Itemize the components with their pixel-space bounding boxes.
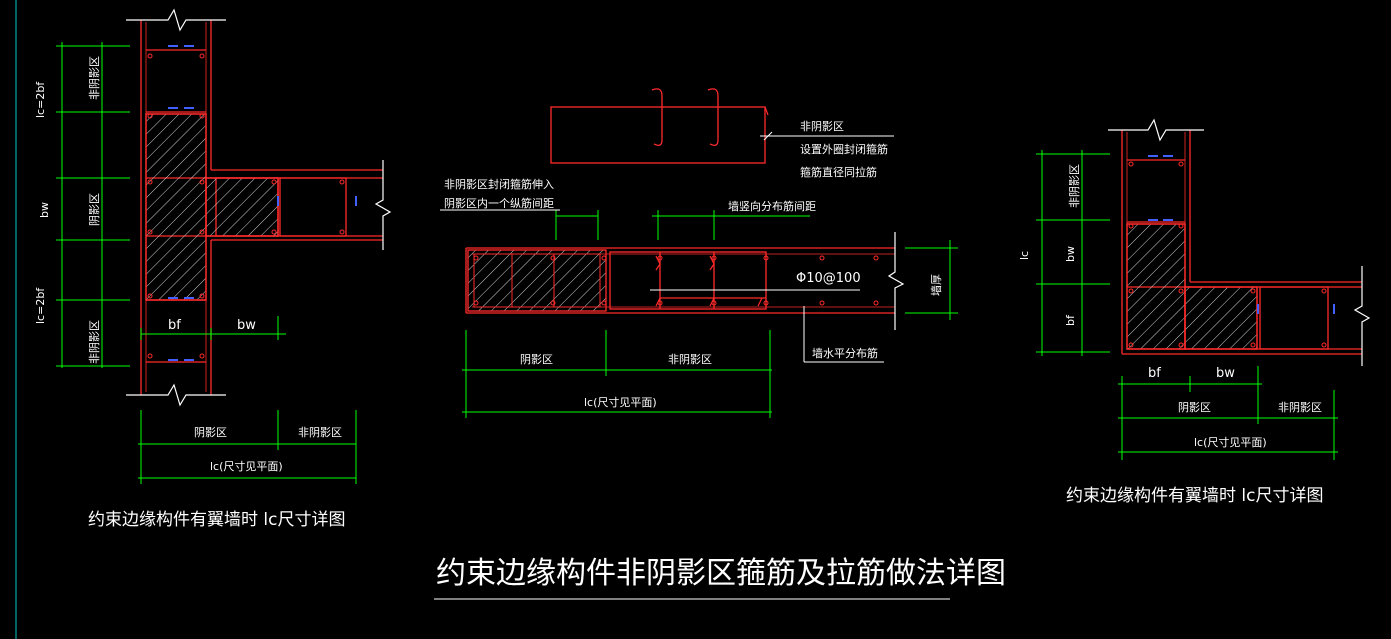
- horizontal-bar-leader: [803, 306, 884, 363]
- right-horizontal-dimensions: [1118, 366, 1338, 460]
- horizontal-bar-note: 墙水平分布筋: [812, 346, 878, 360]
- stirrup-note-line2: 设置外圈封闭箍筋: [800, 142, 888, 156]
- left-label-non-shaded-top: 非阴影区: [88, 56, 101, 100]
- left-label-non-shaded-horizontal: 非阴影区: [298, 426, 342, 439]
- right-dim-lc: lc: [1018, 251, 1031, 260]
- left-label-shaded: 阴影区: [88, 193, 101, 226]
- middle-shaded-stirrups: [473, 253, 601, 308]
- vertical-spacing-note: 墙竖向分布筋间距: [728, 199, 816, 213]
- left-dim-lc-2bf-bottom: lc=2bf: [34, 287, 47, 324]
- left-rebar-dots: [147, 53, 345, 359]
- stirrup-note-line1: 非阴影区: [800, 120, 844, 133]
- main-title: 约束边缘构件非阴影区箍筋及拉筋做法详图: [436, 556, 1006, 591]
- left-vertical-dimensions: [56, 42, 130, 368]
- middle-tie-hooks: [655, 255, 763, 307]
- left-shaded-zone-flange: [205, 177, 279, 237]
- right-caption: 约束边缘构件有翼墙时 lc尺寸详图: [1066, 486, 1323, 506]
- left-horizontal-dimensions: [138, 316, 357, 484]
- middle-label-shaded: 阴影区: [520, 353, 553, 366]
- left-dim-bw: bw: [38, 202, 51, 218]
- right-detail: lc 非阴影区 bw bf bf bw 阴影区 非阴影区 lc(尺寸见平面) 约…: [1018, 118, 1371, 506]
- right-wall-centerlines: [1148, 155, 1335, 314]
- left-shaded-zone-vertical: [145, 113, 207, 301]
- right-dim-bw-horizontal: bw: [1216, 366, 1235, 381]
- middle-rebar-dots: [473, 255, 879, 306]
- middle-dim-lc-total: lc(尺寸见平面): [584, 395, 657, 409]
- right-dim-bf-horizontal: bf: [1148, 366, 1161, 381]
- right-label-shaded-horizontal: 阴影区: [1178, 401, 1211, 414]
- right-label-non-shaded-top: 非阴影区: [1068, 164, 1081, 208]
- stirrup-leader: [760, 131, 894, 141]
- right-dim-bf: bf: [1064, 314, 1077, 326]
- hook-note-line1: 非阴影区封闭箍筋伸入: [444, 177, 554, 191]
- hook-note-line2: 阴影区内一个纵筋间距: [444, 196, 554, 210]
- stirrup-sketch: [550, 88, 769, 164]
- right-break-marks: [1108, 118, 1371, 366]
- right-label-non-shaded-horizontal: 非阴影区: [1278, 401, 1322, 414]
- middle-bottom-dimensions: [462, 330, 772, 418]
- tie-spec-label: Φ10@100: [796, 271, 861, 286]
- middle-break-mark: [887, 232, 905, 330]
- right-vertical-dimensions: [1036, 150, 1110, 356]
- left-dim-bf: bf: [168, 318, 181, 333]
- left-dim-bw-horizontal: bw: [237, 318, 256, 333]
- left-detail: lc=2bf bw lc=2bf 非阴影区 阴影区 非阴影区 bf bw 阴影区…: [34, 8, 392, 530]
- left-label-non-shaded-bottom: 非阴影区: [88, 320, 101, 364]
- wall-thickness-label: 墙厚: [929, 274, 943, 296]
- left-caption: 约束边缘构件有翼墙时 lc尺寸详图: [88, 510, 345, 530]
- middle-shaded-zone: [467, 249, 607, 312]
- left-dim-lc-2bf-top: lc=2bf: [34, 81, 47, 118]
- left-dim-lc-total: lc(尺寸见平面): [210, 459, 283, 473]
- stirrup-note-line3: 箍筋直径同拉筋: [800, 165, 877, 179]
- middle-label-non-shaded: 非阴影区: [668, 353, 712, 366]
- left-wall-centerlines: [168, 45, 357, 361]
- wall-thickness-dimension: [905, 240, 958, 320]
- right-dim-bw: bw: [1064, 246, 1077, 262]
- right-dim-lc-total: lc(尺寸见平面): [1194, 435, 1267, 449]
- right-rebar-dots: [1128, 161, 1327, 348]
- middle-detail: 非阴影区 设置外圈封闭箍筋 箍筋直径同拉筋 非阴影区封闭箍筋伸入 阴影区内一个纵…: [440, 88, 958, 418]
- left-label-shaded-horizontal: 阴影区: [194, 426, 227, 439]
- left-break-marks: [126, 8, 392, 407]
- right-shaded-zone-flange: [1184, 286, 1258, 350]
- right-shaded-zone-vertical: [1126, 223, 1186, 350]
- hook-note-leader: [555, 210, 810, 240]
